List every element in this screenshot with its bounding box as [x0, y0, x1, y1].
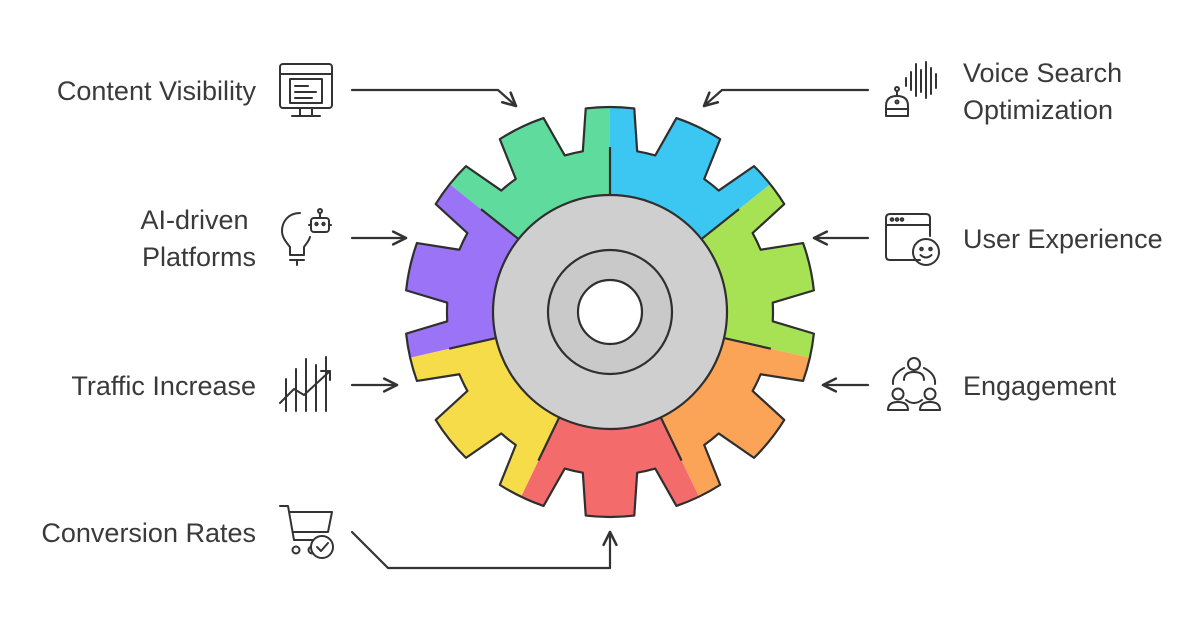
- gear-segment-divider: [480, 208, 520, 240]
- labels: Content Visibility Voice Search Optimiza…: [41, 58, 1162, 548]
- gear-center-hole: [576, 278, 644, 346]
- gear: [405, 105, 815, 519]
- label-content-visibility: Content Visibility: [57, 76, 257, 106]
- arrow-content-visibility: [350, 88, 518, 108]
- cart-check-icon: [279, 505, 334, 559]
- gear-segment-divider: [723, 336, 772, 350]
- gear-outline: [405, 105, 815, 519]
- label-conversion-rates: Conversion Rates: [41, 518, 256, 548]
- arrow-voice-search: [702, 88, 870, 108]
- gear-segment-divider: [659, 416, 683, 462]
- browser-smiley-icon: [885, 213, 940, 266]
- gear-segment-divider: [537, 416, 561, 462]
- arrow-conversion-rates: [350, 530, 618, 570]
- gear-segment-divider: [700, 208, 740, 240]
- lightbulb-robot-icon: [281, 208, 332, 266]
- gear-segment-divider: [448, 336, 497, 350]
- monitor-webpage-icon: [279, 63, 333, 117]
- label-ai-driven-platforms: AI-driven Platforms: [140, 205, 256, 272]
- label-voice-search: Voice Search Optimization: [963, 58, 1130, 125]
- arrows: [350, 88, 870, 570]
- label-user-experience: User Experience: [963, 224, 1163, 254]
- voice-assistant-icon: [885, 61, 937, 117]
- growth-chart-icon: [279, 356, 331, 412]
- label-traffic-increase: Traffic Increase: [71, 371, 256, 401]
- people-network-icon: [887, 357, 941, 411]
- label-engagement: Engagement: [963, 371, 1117, 401]
